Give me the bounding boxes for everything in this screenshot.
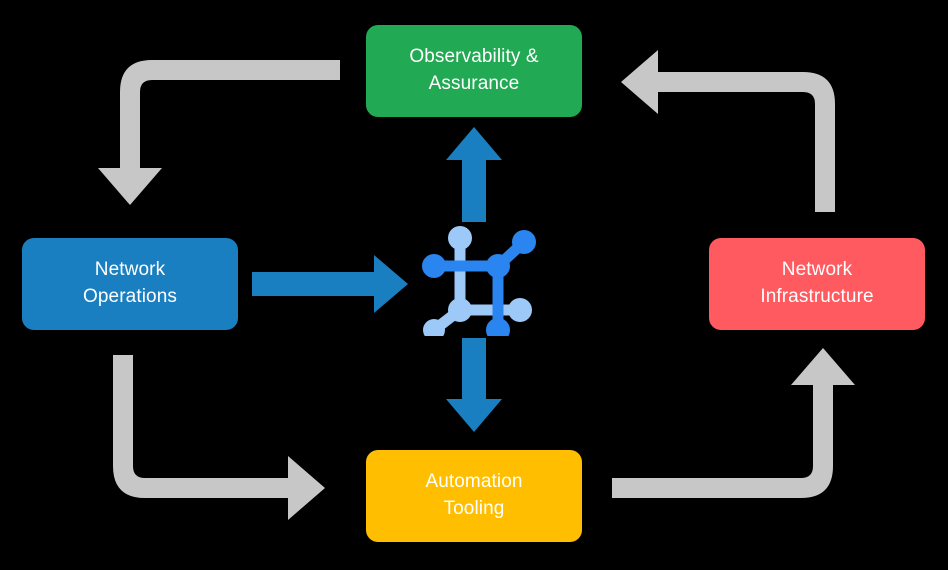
node-label-network-infrastructure: Network Infrastructure (760, 259, 874, 307)
gray-arrow-observability-to-operations (98, 60, 340, 205)
node-label-automation-tooling: Automation Tooling (425, 471, 523, 519)
node-label-network-operations: Network Operations (83, 259, 177, 307)
node-box-automation-tooling[interactable]: Automation Tooling (366, 450, 582, 542)
blue-arrow-center-to-automation (446, 338, 502, 432)
gray-arrow-automation-to-infrastructure (612, 348, 855, 498)
node-box-network-infrastructure[interactable]: Network Infrastructure (709, 238, 925, 330)
node-box-observability[interactable]: Observability & Assurance (366, 25, 582, 117)
blue-arrow-operations-to-center (252, 255, 408, 313)
network-topology-icon (422, 226, 536, 336)
gray-arrow-operations-to-automation (113, 355, 325, 520)
gray-arrow-infrastructure-to-observability (621, 50, 835, 212)
topology-nodes-primary (422, 230, 536, 336)
blue-arrow-center-to-observability (446, 127, 502, 222)
node-box-network-operations[interactable]: Network Operations (22, 238, 238, 330)
topology-nodes-secondary (423, 226, 532, 336)
node-label-observability: Observability & Assurance (409, 46, 539, 94)
